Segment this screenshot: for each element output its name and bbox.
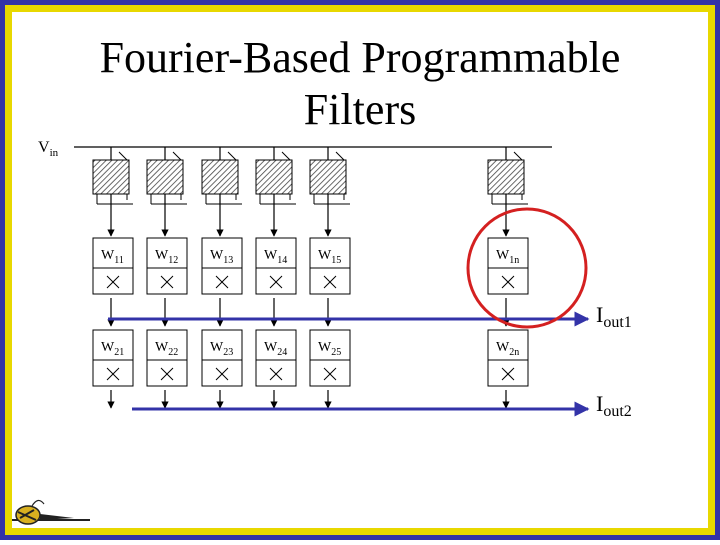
weight-cell-r2-c5: W25 [309,329,351,387]
delay-element [201,159,239,195]
weight-label: W14 [264,248,287,266]
iout2-label: Iout2 [596,391,632,420]
weight-cell-r2-c3: W23 [201,329,243,387]
delay-element [146,159,184,195]
weight-label: W13 [210,248,233,266]
weight-cell-r2-c6: W2n [487,329,529,387]
weight-cell-r2-c2: W22 [146,329,188,387]
weight-cell-r1-c2: W12 [146,237,188,295]
delay-element [255,159,293,195]
weight-cell-r1-c1: W11 [92,237,134,295]
title-line-2: Filters [303,85,417,134]
filter-column-6 [487,147,528,409]
weight-cell-r1-c5: W15 [309,237,351,295]
delay-element [309,159,347,195]
delay-element [487,159,525,195]
weight-cell-r1-c6: W1n [487,237,529,295]
weight-label: W24 [264,340,287,358]
weight-label: W22 [155,340,178,358]
weight-cell-r2-c1: W21 [92,329,134,387]
filter-column-2 [146,147,187,409]
title-line-1: Fourier-Based Programmable [99,33,621,82]
weight-label: W15 [318,248,341,266]
weight-label: W12 [155,248,178,266]
hornet-mascot-logo-icon [15,499,74,525]
filter-column-3 [201,147,242,409]
inner-border [5,5,715,535]
weight-cell-r1-c3: W13 [201,237,243,295]
highlight-circle [466,207,588,329]
iout1-label: Iout1 [596,302,632,331]
weight-label: W21 [101,340,124,358]
filter-column-4 [255,147,296,409]
weight-cell-r1-c4: W14 [255,237,297,295]
filter-column-1 [92,147,133,409]
weight-label: W1n [496,248,519,266]
delay-element [92,159,130,195]
weight-cell-r2-c4: W24 [255,329,297,387]
weight-label: W2n [496,340,519,358]
filter-column-5 [309,147,350,409]
weight-label: W23 [210,340,233,358]
vin-label: Vin [38,139,59,159]
weight-label: W11 [101,248,124,266]
slide-title: Fourier-Based Programmable Filters [60,32,660,136]
weight-label: W25 [318,340,341,358]
